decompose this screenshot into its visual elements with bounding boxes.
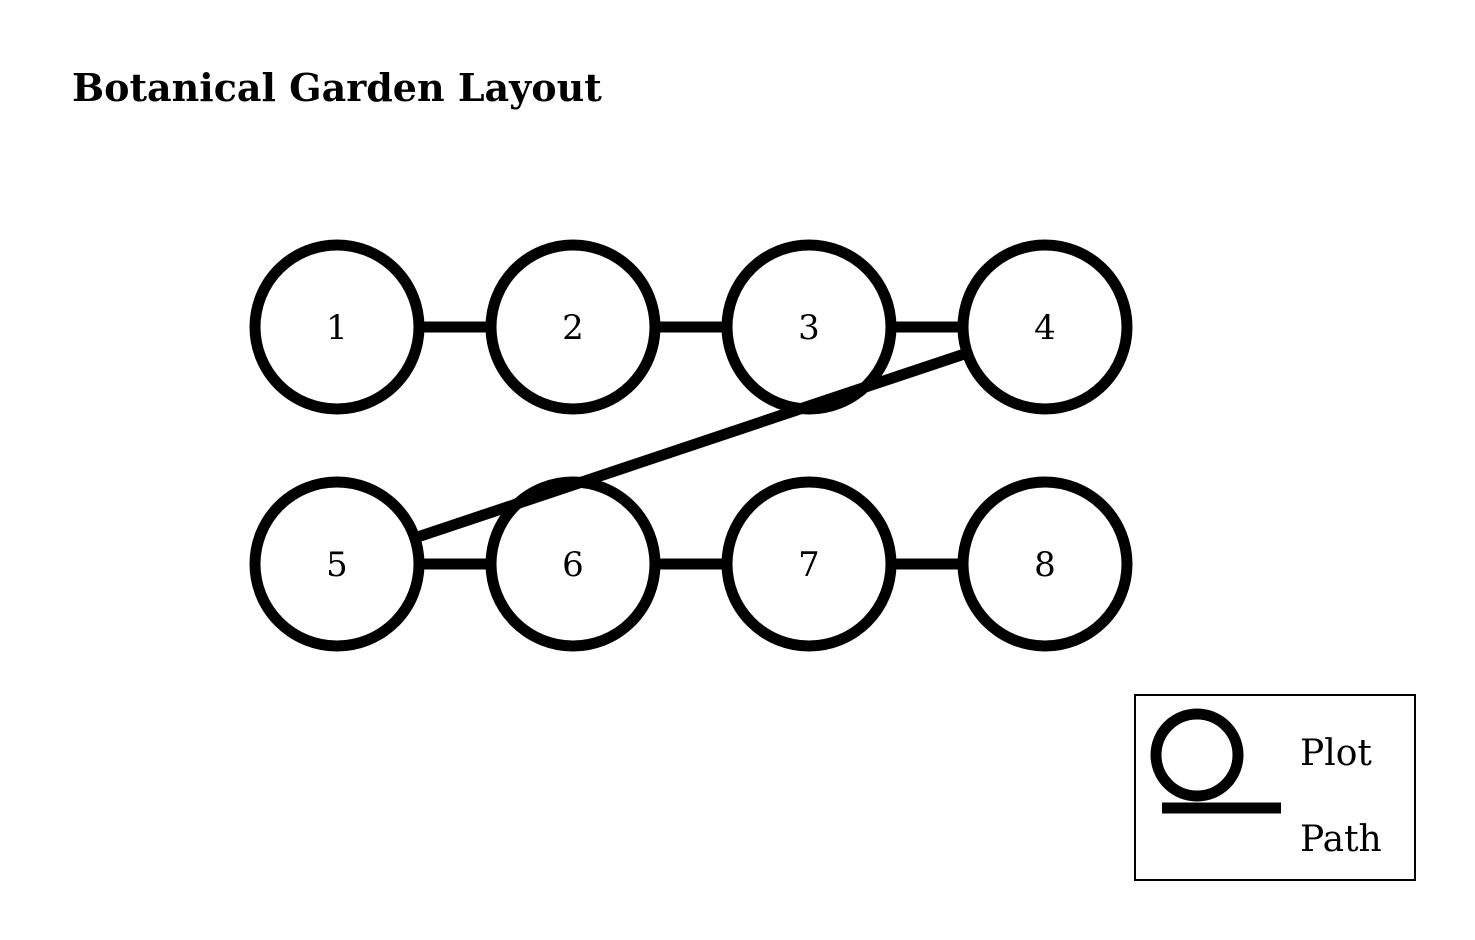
plot-7: 7 <box>721 476 897 652</box>
plot-circle-1 <box>249 239 425 415</box>
plot-circle-2 <box>485 239 661 415</box>
plot-label-3: 3 <box>798 308 820 348</box>
plot-2: 2 <box>485 239 661 415</box>
plot-3: 3 <box>721 239 897 415</box>
legend: Plot Path <box>1134 694 1416 881</box>
legend-path-label: Path <box>1300 819 1382 860</box>
plot-circle-3 <box>721 239 897 415</box>
plot-8: 8 <box>957 476 1133 652</box>
plot-circle-5 <box>249 476 425 652</box>
plot-circle-8 <box>957 476 1133 652</box>
plot-circle-7 <box>721 476 897 652</box>
plots-layer: 1 2 3 4 5 6 7 8 <box>249 239 1133 652</box>
plot-1: 1 <box>249 239 425 415</box>
plot-label-5: 5 <box>326 545 348 585</box>
plot-label-7: 7 <box>798 545 820 585</box>
plot-label-4: 4 <box>1034 308 1056 348</box>
plot-label-6: 6 <box>562 545 584 585</box>
plot-circle-4 <box>957 239 1133 415</box>
path-4-5 <box>413 347 969 544</box>
plot-5: 5 <box>249 476 425 652</box>
plot-label-2: 2 <box>562 308 584 348</box>
plot-label-1: 1 <box>326 308 348 348</box>
legend-plot-label: Plot <box>1300 733 1372 774</box>
legend-plot-symbol <box>1150 708 1244 802</box>
plot-4: 4 <box>957 239 1133 415</box>
plot-6: 6 <box>485 476 661 652</box>
diagram-title: Botanical Garden Layout <box>72 65 602 110</box>
plot-circle-6 <box>485 476 661 652</box>
plot-label-8: 8 <box>1034 545 1056 585</box>
